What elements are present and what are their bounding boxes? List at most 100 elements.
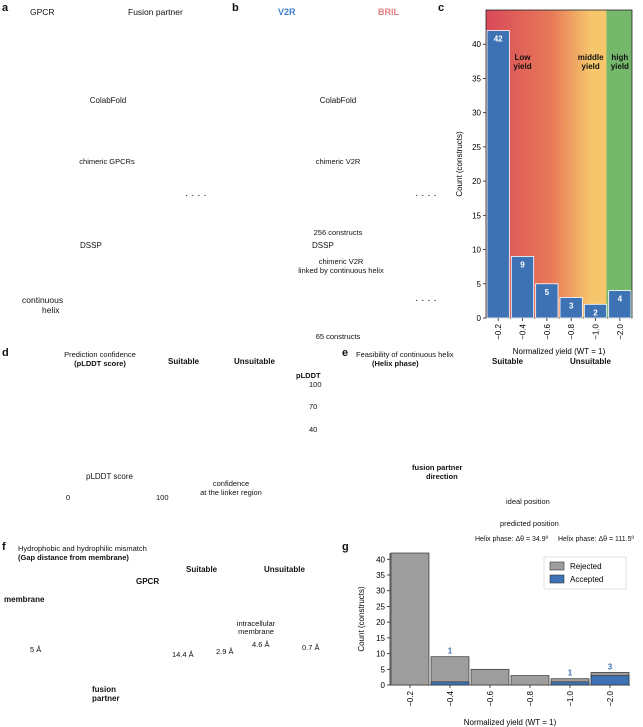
region-label-line2: yield — [611, 62, 629, 71]
predicted-position-label: predicted position — [500, 519, 559, 528]
bar-value-label: 2 — [593, 308, 598, 317]
intracellular-label-2: membrane — [238, 627, 274, 636]
mismatch-title: Hydrophobic and hydrophilic mismatch — [18, 544, 147, 553]
helix-phase-suitable: Helix phase: Δθ = 34.9º — [475, 536, 549, 543]
plddt-score-label: pLDDT score — [86, 472, 133, 481]
panel-label-d: d — [2, 347, 9, 359]
plddt-legend-title: pLDDT — [296, 371, 321, 380]
helix-label: helix — [42, 305, 60, 315]
mismatch-subtitle: (Gap distance from membrane) — [18, 553, 129, 562]
panel-label-e: e — [342, 347, 349, 359]
y-tick-label: 40 — [376, 555, 385, 564]
gpcr-label: GPCR — [30, 7, 55, 17]
bar-value-label: 9 — [520, 260, 525, 269]
dist-3: 4.6 Å — [252, 640, 270, 649]
x-tick-label: −0.4 — [519, 323, 528, 339]
pred-conf-title: Prediction confidence — [64, 350, 136, 359]
fusion-direction-1: fusion partner — [412, 463, 463, 472]
y-tick-label: 35 — [472, 74, 481, 83]
x-tick-label: −2.0 — [616, 323, 625, 339]
region-label-line1: middle — [578, 53, 604, 62]
dist-2: 2.9 Å — [216, 647, 234, 656]
bar-accepted — [430, 681, 470, 686]
x-tick-label: −1.0 — [592, 323, 601, 339]
y-tick-label: 15 — [472, 211, 481, 220]
colabfold-label-a: ColabFold — [89, 96, 127, 105]
accepted-count-label: 1 — [568, 669, 573, 678]
y-tick-label: 35 — [376, 571, 385, 580]
suitable-label-e: Suitable — [492, 357, 524, 366]
x-tick-label: −0.4 — [446, 690, 455, 706]
x-tick-label: −0.8 — [526, 690, 535, 706]
region-label-line2: yield — [582, 62, 600, 71]
x-tick-label: −0.6 — [543, 323, 552, 339]
legend-swatch — [549, 561, 565, 571]
chimeric-v2r-label: chimeric V2R — [315, 157, 361, 166]
dssp-label-b: DSSP — [312, 241, 334, 250]
bar — [486, 30, 510, 319]
dssp-label-a: DSSP — [80, 241, 102, 250]
y-tick-label: 20 — [376, 618, 385, 627]
y-tick-label: 40 — [472, 40, 481, 49]
unsuitable-label-f: Unsuitable — [264, 565, 305, 574]
linked-label-1: chimeric V2R — [318, 257, 364, 266]
x-axis-label: Normalized yield (WT = 1) — [513, 347, 606, 356]
accepted-count-label: 3 — [608, 662, 613, 671]
helix-phase-unsuitable: Helix phase: Δθ = 111.5º — [558, 536, 635, 543]
y-tick-label: 10 — [472, 246, 481, 255]
intracellular-label-1: intracellular — [236, 619, 276, 628]
legend-label: Rejected — [570, 562, 602, 571]
y-axis-label: Count (constructs) — [455, 131, 464, 197]
continuous-label: continuous — [22, 295, 64, 305]
colabfold-label-b: ColabFold — [319, 96, 357, 105]
y-axis-label: Count (constructs) — [357, 586, 366, 652]
scale-max: 100 — [156, 493, 169, 502]
y-tick-label: 5 — [477, 280, 482, 289]
confidence-label-2: at the linker region — [200, 488, 262, 497]
bar-accepted — [590, 675, 630, 686]
bar-value-label: 4 — [618, 295, 623, 304]
ellipsis-b2: · · · · — [415, 295, 437, 306]
confidence-label-1: confidence — [212, 479, 250, 488]
constructs-65-label: 65 constructs — [315, 332, 361, 341]
panel-label-g: g — [342, 541, 349, 553]
membrane-label: membrane — [4, 595, 45, 604]
bril-label: BRIL — [378, 7, 399, 17]
y-tick-label: 15 — [376, 634, 385, 643]
x-tick-label: −0.6 — [486, 690, 495, 706]
bar-rejected — [430, 656, 470, 686]
y-tick-label: 10 — [376, 650, 385, 659]
fusion-label-f-2: partner — [92, 694, 120, 703]
bar-accepted — [550, 681, 590, 686]
bar-rejected — [470, 668, 510, 686]
yield-background — [486, 10, 632, 318]
x-tick-label: −0.2 — [406, 690, 415, 706]
y-tick-label: 20 — [472, 177, 481, 186]
dist-4: 0.7 Å — [302, 643, 320, 652]
unsuitable-label-e: Unsuitable — [570, 357, 611, 366]
x-tick-label: −2.0 — [606, 690, 615, 706]
fusion-direction-2: direction — [426, 472, 458, 481]
plddt-70: 70 — [309, 402, 318, 411]
accepted-count-label: 1 — [448, 647, 453, 656]
constructs-256-label: 256 constructs — [313, 228, 363, 237]
y-tick-label: 30 — [376, 587, 385, 596]
v2r-label: V2R — [278, 7, 296, 17]
bar-rejected — [390, 552, 430, 686]
accepted-rejected-chart: 0510152025303540−0.21−0.4−0.6−0.81−1.03−… — [357, 552, 630, 727]
panel-label-a: a — [2, 2, 9, 14]
ellipsis-a: · · · · — [185, 190, 207, 201]
panel-label-f: f — [2, 541, 6, 553]
unsuitable-label-d: Unsuitable — [234, 357, 275, 366]
gap-distance-label: 5 Å — [30, 645, 42, 654]
fusion-label-f-1: fusion — [92, 685, 116, 694]
x-tick-label: −1.0 — [566, 690, 575, 706]
y-tick-label: 25 — [376, 602, 385, 611]
plddt-40: 40 — [309, 425, 318, 434]
helix-subtitle: (Helix phase) — [372, 359, 419, 368]
region-label-line2: yield — [513, 62, 531, 71]
y-tick-label: 5 — [381, 665, 386, 674]
fusion-partner-label: Fusion partner — [128, 7, 183, 17]
dist-1: 14.4 Å — [172, 650, 194, 659]
ellipsis-b1: · · · · — [415, 190, 437, 201]
